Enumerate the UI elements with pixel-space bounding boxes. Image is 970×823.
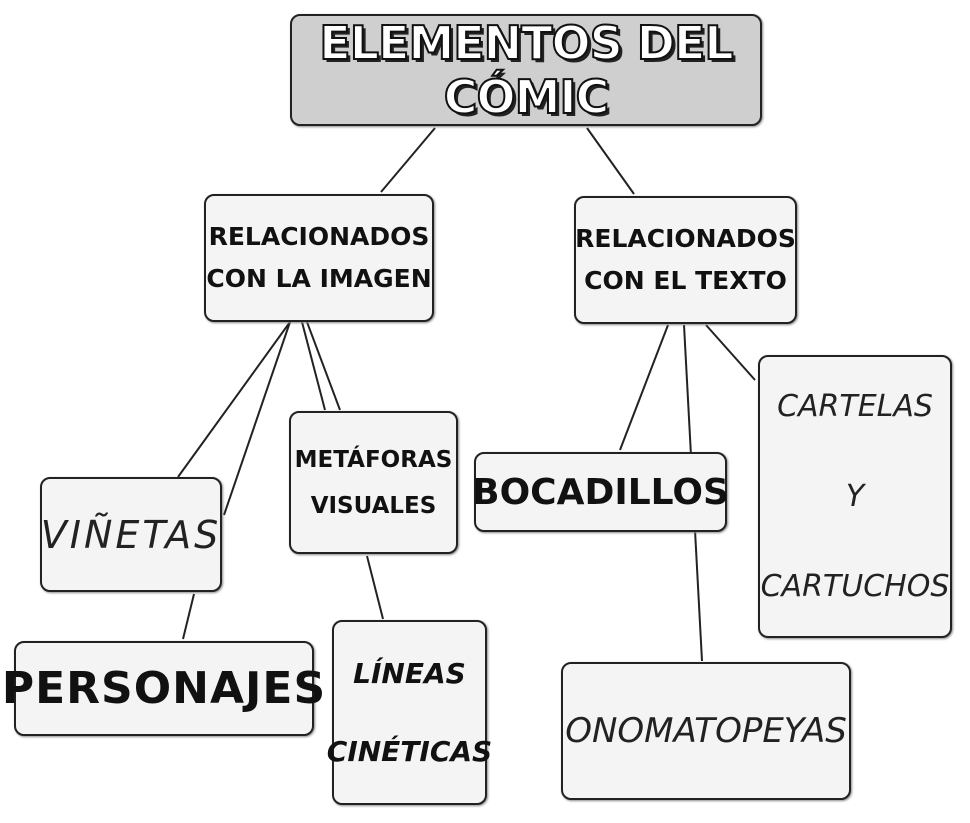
node-bocadillos: BOCADILLOS — [472, 452, 729, 532]
personajes-text: PERSONAJES — [1, 663, 327, 714]
onomatopeyas-text: ONOMATOPEYAS — [565, 711, 847, 751]
connector — [306, 321, 341, 411]
node-metaforas: METÁFORAS VISUALES — [289, 411, 458, 554]
connector — [705, 324, 756, 381]
branch-text-line1: RELACIONADOS — [575, 224, 796, 253]
lineas-line2: CINÉTICAS — [326, 734, 493, 768]
cartelas-line3: CARTUCHOS — [760, 568, 950, 604]
lineas-line1: LÍNEAS — [353, 656, 466, 690]
connector — [223, 321, 291, 516]
bocadillos-text: BOCADILLOS — [472, 471, 729, 513]
connector — [182, 593, 195, 640]
connector — [177, 321, 291, 478]
metaforas-line1: METÁFORAS — [294, 446, 453, 473]
connector — [380, 127, 436, 193]
connector — [301, 321, 326, 411]
connector — [619, 324, 669, 451]
vinetas-text: VIÑETAS — [40, 512, 222, 557]
branch-text-line2: CON EL TEXTO — [584, 266, 787, 295]
branch-image-line2: CON LA IMAGEN — [206, 264, 432, 293]
metaforas-line2: VISUALES — [310, 492, 437, 519]
title-box: ELEMENTOS DEL CÓMIC — [290, 14, 762, 126]
node-vinetas: VIÑETAS — [40, 477, 222, 592]
branch-image: RELACIONADOS CON LA IMAGEN — [204, 194, 434, 322]
node-lineas: LÍNEAS CINÉTICAS — [327, 620, 492, 805]
branch-image-line1: RELACIONADOS — [208, 222, 430, 251]
node-cartelas: CARTELAS Y CARTUCHOS — [758, 355, 952, 638]
cartelas-line2: Y — [845, 478, 865, 514]
title-text: ELEMENTOS DEL CÓMIC — [318, 15, 734, 125]
node-personajes: PERSONAJES — [2, 641, 325, 736]
connector — [366, 555, 384, 620]
branch-text: RELACIONADOS CON EL TEXTO — [574, 196, 797, 324]
node-onomatopeyas: ONOMATOPEYAS — [561, 662, 851, 800]
connector — [586, 127, 635, 195]
cartelas-line1: CARTELAS — [777, 388, 933, 424]
